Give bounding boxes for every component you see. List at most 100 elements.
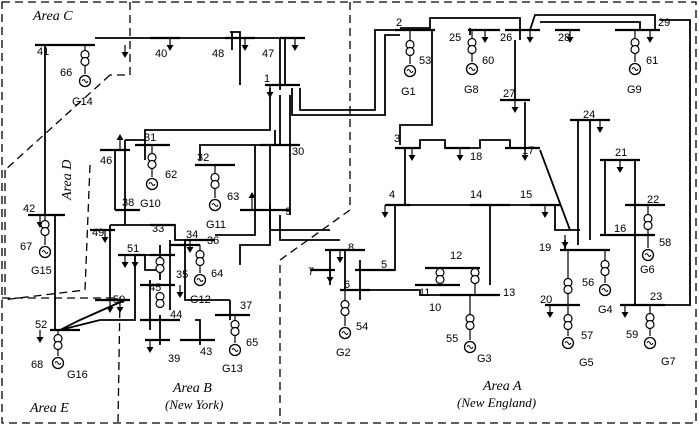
bus-label-59: 59 xyxy=(626,329,638,341)
bus-label-10: 10 xyxy=(429,302,441,314)
area-b-title: Area B xyxy=(172,381,212,396)
gen-label-g3: G3 xyxy=(477,353,492,365)
gen-label-g6: G6 xyxy=(640,264,655,276)
bus-label-37: 37 xyxy=(240,300,252,312)
gen-label-g9: G9 xyxy=(627,84,642,96)
bus-label-2: 2 xyxy=(396,17,402,29)
bus-label-66: 66 xyxy=(60,67,72,79)
bus-label-15: 15 xyxy=(520,189,532,201)
bus-label-8: 8 xyxy=(348,242,354,254)
bus-label-21: 21 xyxy=(615,147,627,159)
bus-label-54: 54 xyxy=(356,321,368,333)
gen-label-g15: G15 xyxy=(31,265,52,277)
bus-label-3: 3 xyxy=(394,133,400,145)
bus-label-62: 62 xyxy=(165,169,177,181)
generator-units xyxy=(38,30,657,370)
bus-label-64: 64 xyxy=(211,268,223,280)
bus-label-29: 29 xyxy=(658,17,670,29)
bus-label-45: 45 xyxy=(149,282,161,294)
bus-label-9: 9 xyxy=(285,206,291,218)
bus-label-65: 65 xyxy=(246,337,258,349)
gen-label-g1: G1 xyxy=(401,86,416,98)
gen-label-g10: G10 xyxy=(140,198,161,210)
bus-label-43: 43 xyxy=(200,346,212,358)
bus-label-48: 48 xyxy=(212,48,224,60)
bus-label-60: 60 xyxy=(482,55,494,67)
bus-label-61: 61 xyxy=(646,55,658,67)
gen-label-g5: G5 xyxy=(579,357,594,369)
bus-label-34: 34 xyxy=(186,229,198,241)
gen-label-g12: G12 xyxy=(190,294,211,306)
area-a-subtitle: (New England) xyxy=(457,395,536,410)
bus-label-30: 30 xyxy=(292,146,304,158)
bus-label-28: 28 xyxy=(558,32,570,44)
bus-label-51: 51 xyxy=(127,243,139,255)
bus-label-12: 12 xyxy=(450,250,462,262)
bus-label-56: 56 xyxy=(582,277,594,289)
bus-label-47: 47 xyxy=(262,48,274,60)
bus-label-7: 7 xyxy=(308,266,314,278)
bus-label-5: 5 xyxy=(381,259,387,271)
bus-label-38: 38 xyxy=(122,197,134,209)
gen-label-g11: G11 xyxy=(206,219,226,231)
bus-label-25: 25 xyxy=(449,32,461,44)
bus-label-42: 42 xyxy=(23,203,35,215)
area-labels: Area C Area D Area E Area B (New York) A… xyxy=(29,9,536,416)
bus-label-32: 32 xyxy=(197,152,209,164)
bus-label-22: 22 xyxy=(647,194,659,206)
bus-label-58: 58 xyxy=(659,237,671,249)
gen-label-g14: G14 xyxy=(72,96,93,108)
bus-label-39: 39 xyxy=(168,353,180,365)
bus-label-68: 68 xyxy=(31,359,43,371)
bus-label-23: 23 xyxy=(650,291,662,303)
gen-label-g16: G16 xyxy=(67,369,88,381)
area-a-title: Area A xyxy=(482,379,522,394)
bus-label-14: 14 xyxy=(470,189,482,201)
bus-label-40: 40 xyxy=(155,48,167,60)
bus-label-26: 26 xyxy=(500,32,512,44)
bus-labels: 1 2 3 4 5 6 7 8 9 10 11 12 13 14 15 16 1… xyxy=(20,17,671,371)
gen-label-g8: G8 xyxy=(464,84,479,96)
bus-label-55: 55 xyxy=(446,333,458,345)
generator-labels: G1 G8 G9 G14 G10 G11 G15 G12 G13 G16 G2 … xyxy=(31,84,676,381)
bus-label-11: 11 xyxy=(419,287,430,299)
bus-label-50: 50 xyxy=(113,294,125,306)
bus-label-27: 27 xyxy=(503,88,515,100)
bus-label-19: 19 xyxy=(539,242,551,254)
gen-label-g4: G4 xyxy=(598,304,613,316)
gen-label-g2: G2 xyxy=(336,347,351,359)
bus-label-41: 41 xyxy=(37,46,49,58)
bus-label-46: 46 xyxy=(100,155,112,167)
gen-label-g13: G13 xyxy=(222,363,243,375)
bus-label-20: 20 xyxy=(540,294,552,306)
transmission-lines xyxy=(40,14,691,345)
bus-label-33: 33 xyxy=(152,223,164,235)
bus-label-6: 6 xyxy=(344,279,350,291)
bus-label-36: 36 xyxy=(207,235,219,247)
bus-label-13: 13 xyxy=(503,287,515,299)
area-e-title: Area E xyxy=(29,401,69,416)
bus-label-31: 31 xyxy=(144,132,156,144)
bus-label-16: 16 xyxy=(614,223,626,235)
bus-label-35: 35 xyxy=(176,269,188,281)
bus-label-52: 52 xyxy=(35,319,47,331)
bus-label-24: 24 xyxy=(583,109,595,121)
bus-label-53: 53 xyxy=(419,55,431,67)
bus-label-4: 4 xyxy=(389,189,395,201)
bus-label-49: 49 xyxy=(92,227,104,239)
area-b-subtitle: (New York) xyxy=(165,397,223,412)
bus-label-57: 57 xyxy=(581,330,593,342)
bus-label-63: 63 xyxy=(227,191,239,203)
bus-label-17: 17 xyxy=(522,145,534,157)
bus-label-44: 44 xyxy=(170,309,182,321)
upward-flow-arrows xyxy=(116,134,256,210)
area-c-title: Area C xyxy=(32,9,73,24)
gen-label-g7: G7 xyxy=(661,356,676,368)
bus-label-1: 1 xyxy=(264,73,270,85)
area-d-title: Area D xyxy=(60,160,75,201)
bus-label-18: 18 xyxy=(470,151,482,163)
bus-label-67: 67 xyxy=(20,241,32,253)
